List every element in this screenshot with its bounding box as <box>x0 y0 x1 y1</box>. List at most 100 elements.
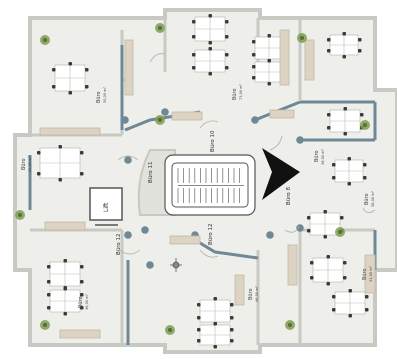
chair <box>80 293 84 297</box>
chair <box>225 66 229 70</box>
chair <box>360 113 364 117</box>
chair <box>47 265 51 269</box>
sideboards <box>39 29 376 339</box>
chair <box>310 261 314 265</box>
room-area-nw: 50,00 m² <box>103 86 107 103</box>
chair <box>80 280 84 284</box>
chair <box>363 163 367 167</box>
chair <box>252 40 256 44</box>
room-area-e: 39,00 m² <box>321 148 325 165</box>
chair <box>208 47 212 51</box>
column <box>251 116 259 124</box>
room-area-sw: 36,00 m² <box>85 293 89 310</box>
column <box>124 231 132 239</box>
chair <box>58 145 62 149</box>
chair <box>208 72 212 76</box>
chair <box>197 303 201 307</box>
chair <box>343 132 347 136</box>
chair <box>365 308 369 312</box>
chair <box>343 276 347 280</box>
column <box>146 261 154 269</box>
chair <box>197 339 201 343</box>
desk-cluster <box>192 47 229 76</box>
chair <box>326 255 330 259</box>
chair <box>363 176 367 180</box>
chair <box>310 276 314 280</box>
direction-arrow-icon <box>262 148 300 200</box>
chair <box>267 82 271 86</box>
column <box>266 231 274 239</box>
chair <box>192 53 196 57</box>
desk-cluster <box>252 59 287 86</box>
corridor-labels: Lift Büro 8 Büro 10 Büro 11 Büro 12 Büro… <box>103 130 292 255</box>
chair <box>252 53 256 57</box>
chair <box>342 55 346 59</box>
chair <box>307 229 311 233</box>
room-label-ene: Büro <box>362 268 368 280</box>
chair <box>80 306 84 310</box>
plant-icon <box>155 23 165 33</box>
chair <box>208 41 212 45</box>
chair <box>323 235 327 239</box>
desk-cluster <box>332 157 367 186</box>
desk-cluster <box>197 322 234 349</box>
chair <box>47 306 51 310</box>
room-labels: Büro 50,00 m² Büro 73,00 m² Büro 39,00 m… <box>21 83 375 310</box>
room-label-w: Büro <box>21 158 27 170</box>
chair <box>52 68 56 72</box>
chair <box>80 265 84 269</box>
plant-icon <box>40 320 50 330</box>
desk-cluster <box>47 287 84 316</box>
chair <box>230 303 234 307</box>
chair <box>192 20 196 24</box>
column <box>296 136 304 144</box>
chair <box>52 85 56 89</box>
label-buro-11: Büro 11 <box>148 161 154 183</box>
compass-icon <box>170 258 182 272</box>
central-atrium <box>137 149 256 216</box>
desk-cluster <box>47 259 84 290</box>
room-area-n: 73,00 m² <box>239 83 243 100</box>
desk-cluster <box>52 62 89 95</box>
room-label-nw: Büro <box>96 91 102 103</box>
chair <box>358 38 362 42</box>
chair <box>197 316 201 320</box>
chair <box>267 59 271 63</box>
chair <box>85 68 89 72</box>
chair <box>332 308 336 312</box>
plant-icon <box>15 210 25 220</box>
chair <box>332 163 336 167</box>
chair <box>80 151 84 155</box>
lift-shaft <box>89 187 123 226</box>
plant-icon <box>335 227 345 237</box>
plants <box>15 23 370 335</box>
chair <box>327 38 331 42</box>
chair <box>323 210 327 214</box>
chair <box>37 151 41 155</box>
chair <box>47 293 51 297</box>
chair <box>63 259 67 263</box>
chair <box>365 295 369 299</box>
chair <box>68 62 72 66</box>
chair <box>230 339 234 343</box>
chair <box>230 316 234 320</box>
label-buro-10: Büro 10 <box>210 130 216 152</box>
room-label-se: Büro <box>364 193 370 205</box>
desk-cluster <box>192 14 229 45</box>
room-area-s: 46,00 m² <box>255 285 259 302</box>
column <box>124 156 132 164</box>
column <box>141 226 149 234</box>
label-buro-12-center: Büro 12 <box>208 223 214 245</box>
chair <box>252 76 256 80</box>
chair <box>58 178 62 182</box>
plant-icon <box>40 35 50 45</box>
plant-icon <box>297 33 307 43</box>
chair <box>348 314 352 318</box>
room-label-n: Büro <box>232 88 238 100</box>
desk-cluster <box>310 255 347 286</box>
chair <box>63 287 67 291</box>
chair <box>343 107 347 111</box>
chair <box>347 182 351 186</box>
chair <box>63 312 67 316</box>
